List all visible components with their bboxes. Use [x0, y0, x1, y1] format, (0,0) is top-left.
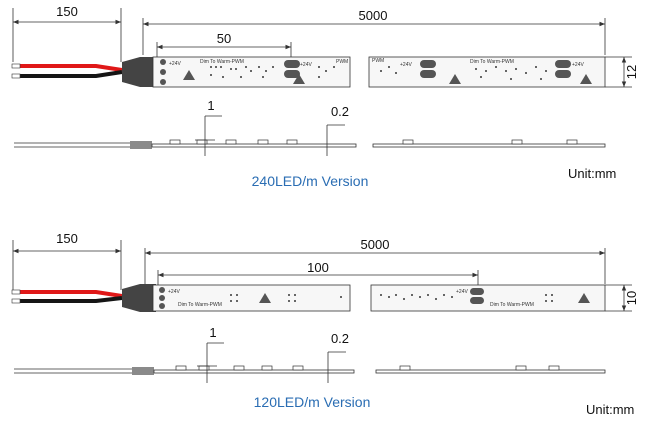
bottom-strip-segment-left: +24V Dim To Warm-PWM	[152, 284, 351, 312]
bottom-pitch-label: 100	[307, 260, 329, 275]
top-side-view: 1 0.2	[14, 98, 606, 156]
top-circuit-label-right: Dim To Warm-PWM	[470, 59, 514, 65]
top-unit-label: Unit:mm	[568, 166, 616, 181]
top-wires	[11, 63, 123, 79]
bottom-voltage-mark-left: +24V	[168, 289, 180, 295]
bottom-wire-dimension: 150	[12, 231, 122, 290]
top-pitch-dimension: 50	[156, 31, 292, 60]
top-thickness-label: 0.2	[331, 104, 349, 119]
top-voltage-mark-left: +24V	[169, 61, 181, 67]
bottom-total-length-label: 5000	[361, 237, 390, 252]
bottom-unit-label: Unit:mm	[586, 402, 634, 417]
bottom-side-view: 1 0.2	[14, 325, 606, 383]
bottom-version-drawing: 150 5000 100 +24V Dim To Warm-PWM	[11, 231, 639, 417]
top-circuit-label-tail: PWM	[336, 59, 348, 65]
top-strip-segment-right: PWM +24V Dim To Warm-PWM +24V	[368, 56, 606, 88]
top-width-dimension: 12	[605, 56, 639, 88]
top-pad-dimension-label: 1	[207, 98, 214, 113]
top-version-label: 240LED/m Version	[252, 173, 369, 189]
top-tail-label-right: PWM	[372, 58, 384, 64]
top-total-length-label: 5000	[359, 8, 388, 23]
bottom-circuit-label-left: Dim To Warm-PWM	[178, 302, 222, 308]
top-strip-segment-left: +24V Dim To Warm-PWM +24V PWM	[152, 56, 351, 88]
bottom-pad-dimension-label: 1	[209, 325, 216, 340]
bottom-wire-length-label: 150	[56, 231, 78, 246]
bottom-connector	[122, 284, 156, 312]
bottom-length-dimension: 5000	[144, 237, 606, 284]
top-version-drawing: 150 5000 50 +24V	[11, 4, 639, 189]
bottom-voltage-mark-right: +24V	[456, 289, 468, 295]
bottom-circuit-label-right: Dim To Warm-PWM	[490, 302, 534, 308]
top-wire-length-label: 150	[56, 4, 78, 19]
bottom-version-label: 120LED/m Version	[254, 394, 371, 410]
bottom-width-dimension: 10	[605, 284, 639, 312]
top-pitch-label: 50	[217, 31, 231, 46]
bottom-pitch-dimension: 100	[157, 260, 479, 287]
bottom-width-label: 10	[624, 291, 639, 305]
top-length-dimension: 5000	[142, 8, 606, 55]
top-width-label: 12	[624, 65, 639, 79]
top-voltage-mark-end: +24V	[572, 62, 584, 68]
bottom-strip-segment-right: +24V Dim To Warm-PWM	[370, 284, 606, 312]
top-voltage-mark-right: +24V	[400, 62, 412, 68]
top-connector	[122, 57, 156, 87]
top-voltage-mark-mid: +24V	[300, 62, 312, 68]
top-circuit-label-left: Dim To Warm-PWM	[200, 59, 244, 65]
bottom-wires	[11, 289, 123, 304]
top-wire-dimension: 150	[12, 4, 122, 62]
bottom-thickness-label: 0.2	[331, 331, 349, 346]
